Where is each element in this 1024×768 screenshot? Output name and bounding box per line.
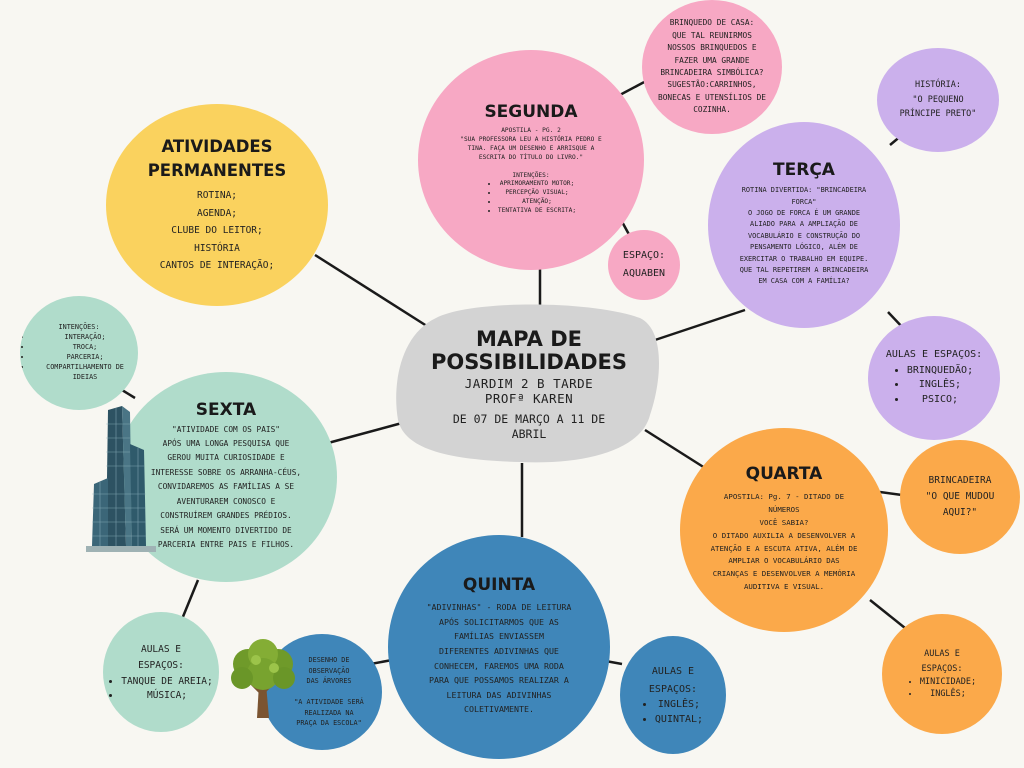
terca-aulas-list: BRINQUEDÃO; INGLÊS; PSICO;: [895, 364, 973, 408]
sexta-aulas-heading: AULAS E ESPAÇOS:: [138, 643, 184, 672]
terca-aulas-item: INGLÊS;: [907, 378, 973, 393]
quarta-body: APOSTILA: Pg. 7 - DITADO DE NÚMEROS VOCÊ…: [710, 491, 858, 592]
segunda-intention-item: ATENÇÃO;: [498, 198, 576, 207]
sexta-aulas-node: AULAS E ESPAÇOS: TANQUE DE AREIA; MÚSICA…: [103, 612, 219, 732]
segunda-title: SEGUNDA: [484, 101, 578, 122]
segunda-body: APOSTILA - PG. 2 "SUA PROFESSORA LEU A H…: [460, 126, 602, 179]
center-node: MAPA DE POSSIBILIDADES JARDIM 2 B TARDE …: [398, 327, 660, 458]
desenho-node: DESENHO DE OBSERVAÇÃO DAS ÁRVORES "A ATI…: [262, 634, 382, 750]
permanentes-body: ROTINA; AGENDA; CLUBE DO LEITOR; HISTÓRI…: [159, 190, 275, 272]
quinta-aulas-item: QUINTAL;: [655, 713, 703, 728]
sexta-title: SEXTA: [195, 399, 257, 420]
brinquedo-body: BRINQUEDO DE CASA: QUE TAL REUNIRMOS NOS…: [658, 18, 766, 115]
brincadeira-node: BRINCADEIRA "O QUE MUDOU AQUI?": [900, 440, 1020, 554]
permanentes-title: ATIVIDADES PERMANENTES: [147, 137, 287, 181]
quarta-aulas-node: AULAS E ESPAÇOS: MINICIDADE; INGLÊS;: [882, 614, 1002, 734]
quinta-node: QUINTA "ADIVINHAS" - RODA DE LEITURA APÓ…: [388, 535, 610, 759]
connector-quarta: [644, 428, 706, 470]
intencoes-heading: INTENÇÕES:: [58, 323, 100, 332]
quarta-aulas-item: MINICIDADE;: [920, 676, 976, 688]
terca-aulas-item: PSICO;: [907, 393, 973, 408]
intencoes-list: INTERAÇÃO; TROCA; PARCERIA; COMPARTILHAM…: [20, 333, 138, 382]
espaco-node: ESPAÇO: AQUABEN: [608, 230, 680, 300]
intencoes-item: PARCERIA;: [32, 353, 138, 363]
segunda-intention-item: PERCEPÇÃO VISUAL;: [498, 189, 576, 198]
intencoes-item: TROCA;: [32, 343, 138, 353]
intencoes-item: INTERAÇÃO;: [32, 333, 138, 343]
connector-intencoes: [121, 388, 136, 400]
historia-node: HISTÓRIA: "O PEQUENO PRÍNCIPE PRETO": [877, 48, 999, 152]
center-blob: [396, 304, 660, 463]
connector-brincadeira: [879, 490, 903, 497]
brinquedo-node: BRINQUEDO DE CASA: QUE TAL REUNIRMOS NOS…: [642, 0, 782, 134]
terca-aulas-item: BRINQUEDÃO;: [907, 364, 973, 379]
quarta-aulas-item: INGLÊS;: [920, 688, 976, 700]
center-dates: DE 07 DE MARÇO A 11 DE ABRIL: [452, 412, 606, 442]
permanentes-node: ATIVIDADES PERMANENTES ROTINA; AGENDA; C…: [106, 104, 328, 306]
brincadeira-body: BRINCADEIRA "O QUE MUDOU AQUI?": [925, 475, 995, 518]
quarta-title: QUARTA: [745, 463, 823, 484]
quinta-aulas-node: AULAS E ESPAÇOS: INGLÊS; QUINTAL;: [620, 636, 726, 754]
intencoes-item: COMPARTILHAMENTO DE IDEIAS: [32, 363, 138, 383]
quinta-body: "ADIVINHAS" - RODA DE LEITURA APÓS SOLIC…: [426, 602, 572, 715]
quarta-aulas-list: MINICIDADE; INGLÊS;: [908, 676, 976, 701]
quinta-title: QUINTA: [462, 575, 536, 596]
historia-body: HISTÓRIA: "O PEQUENO PRÍNCIPE PRETO": [899, 80, 977, 120]
center-title: MAPA DE POSSIBILIDADES: [431, 327, 627, 375]
terca-title: TERÇA: [773, 160, 835, 181]
tree-icon: [231, 639, 295, 718]
segunda-intention-item: APRIMORAMENTO MOTOR;: [498, 180, 576, 189]
quarta-node: QUARTA APOSTILA: Pg. 7 - DITADO DE NÚMER…: [680, 428, 888, 632]
quinta-aulas-heading: AULAS E ESPAÇOS:: [648, 666, 698, 695]
sexta-aulas-list: TANQUE DE AREIA; MÚSICA;: [109, 675, 213, 703]
center-teacher: PROFª KAREN: [484, 391, 574, 407]
quinta-aulas-item: INGLÊS;: [655, 698, 703, 713]
connector-sexta: [327, 421, 403, 445]
sexta-body: "ATIVIDADE COM OS PAIS" APÓS UMA LONGA P…: [150, 424, 302, 549]
desenho-body: DESENHO DE OBSERVAÇÃO DAS ÁRVORES "A ATI…: [294, 656, 364, 728]
intencoes-node: INTENÇÕES: INTERAÇÃO; TROCA; PARCERIA; C…: [20, 296, 138, 410]
espaco-body: ESPAÇO: AQUABEN: [622, 250, 666, 279]
connector-quarta-aulas: [869, 599, 906, 629]
sexta-aulas-item: MÚSICA;: [121, 689, 213, 703]
connector-permanentes: [314, 253, 431, 330]
skyscraper-icon: [86, 406, 156, 552]
quarta-aulas-heading: AULAS E ESPAÇOS:: [921, 649, 963, 674]
terca-aulas-node: AULAS E ESPAÇOS: BRINQUEDÃO; INGLÊS; PSI…: [868, 316, 1000, 440]
terca-aulas-heading: AULAS E ESPAÇOS:: [885, 348, 983, 360]
segunda-node: SEGUNDA APOSTILA - PG. 2 "SUA PROFESSORA…: [418, 50, 644, 270]
terca-body: ROTINA DIVERTIDA: "BRINCADEIRA FORCA" O …: [739, 186, 869, 286]
segunda-intention-item: TENTATIVA DE ESCRITA;: [498, 207, 576, 216]
sexta-aulas-item: TANQUE DE AREIA;: [121, 675, 213, 689]
terca-node: TERÇA ROTINA DIVERTIDA: "BRINCADEIRA FOR…: [708, 122, 900, 328]
connector-terca: [639, 308, 746, 347]
segunda-intentions: APRIMORAMENTO MOTOR; PERCEPÇÃO VISUAL; A…: [486, 180, 576, 216]
quinta-aulas-list: INGLÊS; QUINTAL;: [643, 698, 703, 727]
center-class: JARDIM 2 B TARDE: [464, 376, 594, 392]
